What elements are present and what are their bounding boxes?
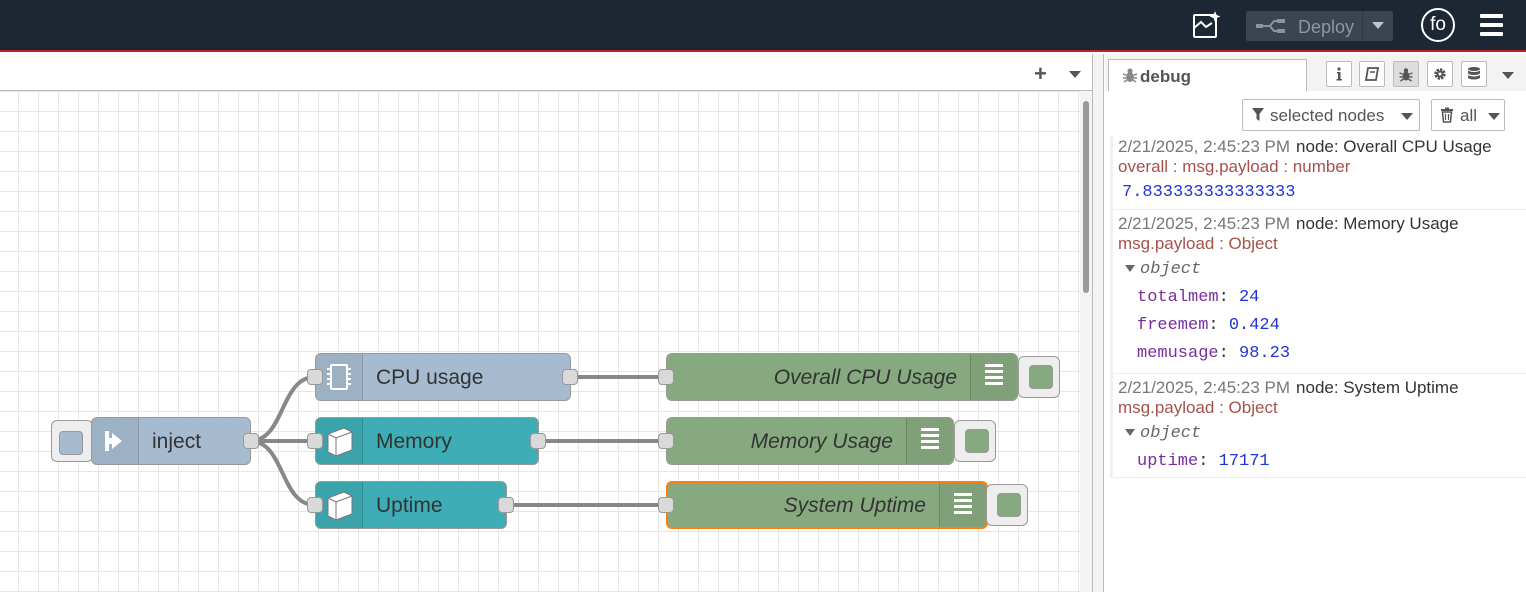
- deploy-options-chevron-down-icon[interactable]: [1372, 22, 1384, 29]
- add-flow-icon[interactable]: +: [1034, 61, 1047, 86]
- debug-node-cpu-label: Overall CPU Usage: [773, 366, 957, 389]
- debug-message[interactable]: 2/21/2025, 2:45:23 PM node: Overall CPU U…: [1110, 136, 1526, 210]
- cpu-output-port[interactable]: [562, 369, 578, 385]
- tab-debug[interactable]: debug: [1108, 59, 1307, 92]
- debug-node-memory-label: Memory Usage: [750, 430, 893, 453]
- inject-output-port[interactable]: [243, 433, 259, 449]
- wires-layer: [249, 375, 666, 507]
- debug-uptime-input-port[interactable]: [658, 497, 674, 513]
- debug-list-icon: [970, 354, 1017, 400]
- trash-icon: [1441, 107, 1453, 123]
- workspace-tab-bar: +: [0, 54, 1092, 91]
- inject-node-label: inject: [152, 430, 202, 453]
- header-bar: Deploy fo: [0, 0, 1526, 52]
- bug-icon: [1399, 68, 1413, 82]
- debug-list-icon: [939, 483, 986, 527]
- context-tab-button[interactable]: [1461, 61, 1487, 87]
- cpu-usage-node-label: CPU usage: [376, 366, 484, 389]
- deploy-button[interactable]: Deploy: [1246, 11, 1393, 41]
- debug-list-icon: [906, 418, 953, 464]
- debug-memory-input-port[interactable]: [658, 433, 674, 449]
- server-box-icon: [316, 418, 363, 464]
- config-tab-button[interactable]: [1427, 61, 1453, 87]
- uptime-input-port[interactable]: [307, 497, 323, 513]
- canvas-scroll-thumb[interactable]: [1083, 101, 1089, 293]
- flow-assistant-icon[interactable]: [1192, 10, 1222, 40]
- debug-cpu-toggle-button[interactable]: [1018, 356, 1060, 398]
- flow-canvas[interactable]: inject CPU usage: [0, 91, 1080, 592]
- sidebar-more-chevron-down-icon[interactable]: [1502, 72, 1514, 79]
- memory-node[interactable]: Memory: [315, 417, 539, 465]
- memory-output-port[interactable]: [530, 433, 546, 449]
- object-toggle[interactable]: object: [1125, 260, 1201, 279]
- tab-debug-label: debug: [1140, 67, 1191, 86]
- bug-icon: [1122, 68, 1138, 83]
- wire-inject-uptime: [249, 439, 316, 507]
- info-icon: [1336, 67, 1342, 81]
- expand-triangle-icon: [1125, 265, 1135, 273]
- arrow-in-icon: [92, 418, 139, 464]
- inject-node[interactable]: inject: [91, 417, 251, 465]
- debug-node-cpu[interactable]: Overall CPU Usage: [666, 353, 1018, 401]
- debug-node-uptime-label: System Uptime: [783, 494, 926, 517]
- memory-node-label: Memory: [376, 430, 452, 453]
- debug-memory-toggle-button[interactable]: [954, 420, 996, 462]
- debug-tab-button[interactable]: [1393, 61, 1419, 87]
- debug-node-memory[interactable]: Memory Usage: [666, 417, 954, 465]
- message-timestamp: 2/21/2025, 2:45:23 PM: [1118, 214, 1291, 233]
- message-value[interactable]: 7.833333333333333: [1122, 183, 1296, 202]
- inject-trigger-button[interactable]: [51, 420, 93, 462]
- object-property[interactable]: memusage: 98.23: [1137, 344, 1291, 363]
- cpu-input-port[interactable]: [307, 369, 323, 385]
- filter-label: selected nodes: [1270, 106, 1385, 125]
- uptime-output-port[interactable]: [498, 497, 514, 513]
- uptime-node[interactable]: Uptime: [315, 481, 507, 529]
- message-meta: 2/21/2025, 2:45:23 PM node: Overall CPU U…: [1118, 137, 1492, 157]
- clear-chevron-down-icon: [1488, 113, 1500, 120]
- message-topic: overall : msg.payload : number: [1118, 157, 1351, 176]
- debug-uptime-toggle-button[interactable]: [986, 484, 1028, 526]
- gear-icon: [1434, 68, 1446, 80]
- debug-message[interactable]: 2/21/2025, 2:45:23 PM node: System Uptime…: [1110, 374, 1526, 478]
- flow-list-chevron-down-icon[interactable]: [1069, 71, 1081, 78]
- sidebar-resize-handle[interactable]: [1092, 54, 1104, 592]
- book-icon: [1364, 67, 1380, 81]
- wire-inject-cpu: [249, 375, 316, 443]
- help-tab-button[interactable]: [1359, 61, 1385, 87]
- info-tab-button[interactable]: [1326, 61, 1352, 87]
- message-meta: 2/21/2025, 2:45:23 PM node: Memory Usage: [1118, 214, 1459, 234]
- clear-messages-button[interactable]: all: [1431, 99, 1505, 131]
- server-box-icon: [316, 482, 363, 528]
- message-topic: msg.payload : Object: [1118, 234, 1278, 253]
- filter-icon: [1252, 108, 1264, 121]
- clear-label: all: [1460, 106, 1478, 125]
- deploy-separator: [1362, 11, 1363, 41]
- message-node-link[interactable]: node: Memory Usage: [1296, 214, 1459, 233]
- expand-triangle-icon: [1125, 429, 1135, 437]
- uptime-node-label: Uptime: [376, 494, 443, 517]
- object-toggle[interactable]: object: [1125, 424, 1201, 443]
- object-property[interactable]: totalmem: 24: [1137, 288, 1260, 307]
- cpu-usage-node[interactable]: CPU usage: [315, 353, 571, 401]
- message-meta: 2/21/2025, 2:45:23 PM node: System Uptime: [1118, 378, 1459, 398]
- filter-selected-nodes-button[interactable]: selected nodes: [1242, 99, 1420, 131]
- message-timestamp: 2/21/2025, 2:45:23 PM: [1118, 137, 1291, 156]
- filter-chevron-down-icon: [1401, 113, 1413, 120]
- debug-node-uptime[interactable]: System Uptime: [666, 481, 988, 529]
- debug-cpu-input-port[interactable]: [658, 369, 674, 385]
- deploy-label: Deploy: [1298, 17, 1355, 37]
- message-timestamp: 2/21/2025, 2:45:23 PM: [1118, 378, 1291, 397]
- memory-input-port[interactable]: [307, 433, 323, 449]
- message-node-link[interactable]: node: Overall CPU Usage: [1296, 137, 1492, 156]
- message-node-link[interactable]: node: System Uptime: [1296, 378, 1459, 397]
- user-avatar[interactable]: fo: [1421, 8, 1455, 42]
- object-property[interactable]: uptime: 17171: [1137, 452, 1270, 471]
- object-property[interactable]: freemem: 0.424: [1137, 316, 1280, 335]
- message-topic: msg.payload : Object: [1118, 398, 1278, 417]
- deploy-icon: [1256, 19, 1285, 33]
- hamburger-menu-icon[interactable]: [1480, 14, 1503, 36]
- database-icon: [1468, 67, 1480, 80]
- cpu-chip-icon: [316, 354, 363, 400]
